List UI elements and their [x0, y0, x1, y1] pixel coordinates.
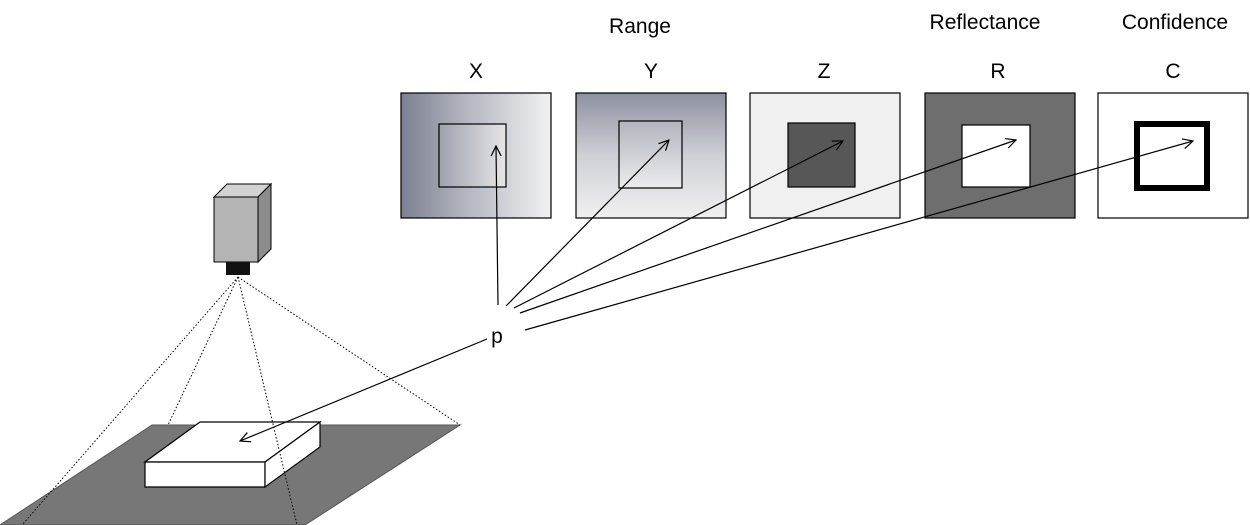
box-object	[143, 420, 322, 489]
arrow-to-y	[505, 140, 669, 307]
range-group-label: Range	[609, 15, 671, 38]
arrow-to-z	[513, 141, 843, 309]
arrow-to-x	[496, 146, 498, 306]
camera-field-of-view	[21, 276, 461, 525]
arrow-to-box	[240, 338, 488, 441]
x-image-panel	[400, 92, 552, 219]
channel-label-c: C	[1165, 60, 1180, 83]
channel-label-z: Z	[818, 60, 831, 83]
c-image-panel	[1097, 92, 1249, 219]
point-label: p	[491, 325, 503, 348]
channel-label-y: Y	[644, 60, 658, 83]
channel-label-x: X	[469, 60, 483, 83]
confidence-heading: Confidence	[1122, 11, 1228, 34]
camera-icon	[212, 182, 273, 275]
reflectance-heading: Reflectance	[930, 11, 1041, 34]
arrow-to-r	[519, 140, 1016, 314]
y-image-panel	[575, 92, 727, 219]
z-image-panel	[749, 92, 901, 219]
channel-label-r: R	[990, 60, 1005, 83]
arrow-to-c	[524, 141, 1193, 331]
r-image-panel	[924, 92, 1076, 219]
